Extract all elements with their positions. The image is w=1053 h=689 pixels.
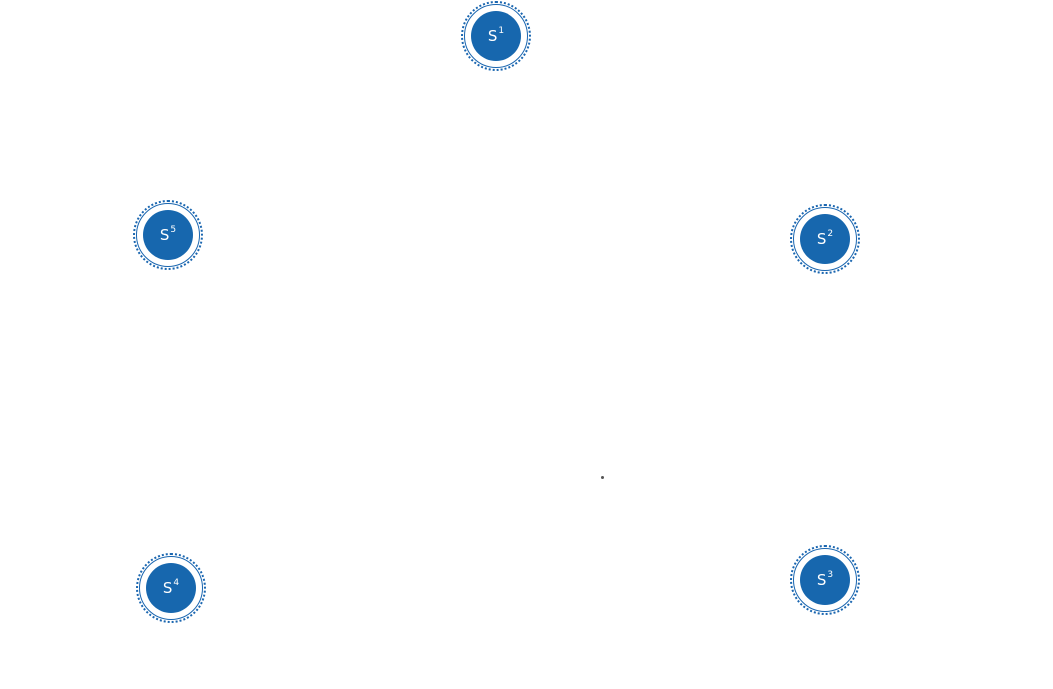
center-dot [601, 476, 604, 479]
node-outer-ring [136, 553, 206, 623]
node-index: 3 [827, 570, 834, 580]
node-label: S [162, 579, 173, 597]
node-index: 5 [170, 225, 177, 235]
node-outer-ring [790, 204, 860, 274]
node-label: S [487, 27, 498, 45]
node-index: 4 [173, 578, 180, 588]
node-index: 2 [827, 229, 834, 239]
node-index: 1 [498, 26, 505, 36]
node-outer-ring [790, 545, 860, 615]
node-label: S [816, 571, 827, 589]
node-label: S [159, 226, 170, 244]
node-outer-ring [133, 200, 203, 270]
node-outer-ring [461, 1, 531, 71]
node-label: S [816, 230, 827, 248]
